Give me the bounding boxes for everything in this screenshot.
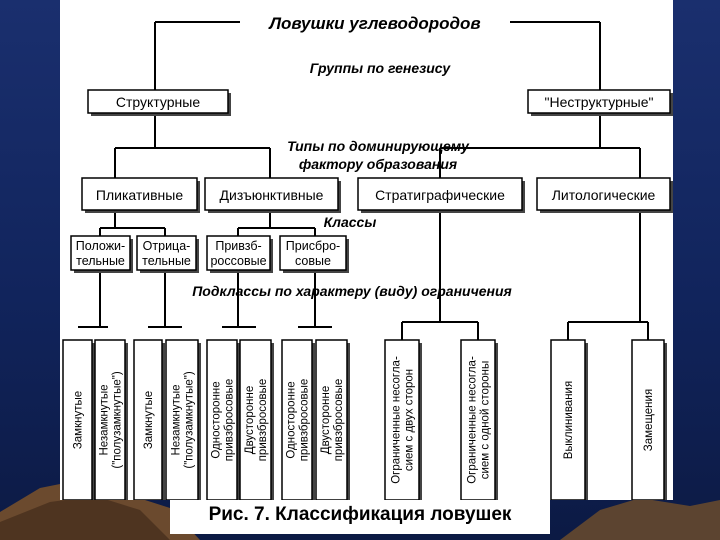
class-box (136, 235, 197, 271)
type-label: Дизъюнктивные (220, 187, 324, 203)
subclass-label-line: привзбросовые (333, 379, 345, 462)
class-label-line: Присбро- (286, 239, 340, 253)
subclass-label-line: сием с одной стороны (480, 361, 492, 480)
subclass-box (239, 339, 272, 500)
class-label-line: Отрица- (143, 239, 191, 253)
type-label: Стратиграфические (375, 187, 505, 203)
subclass-label-line: привзбросовые (299, 379, 311, 462)
subclass-box (631, 339, 665, 500)
subclass-box (550, 339, 586, 500)
subclass-box (384, 339, 420, 500)
genesis-group-label: Структурные (116, 94, 200, 110)
subclass-box (460, 339, 496, 500)
subclass-label-line: Замкнутые (73, 391, 85, 449)
subclass-box (206, 339, 238, 500)
genesis-group-label: "Неструктурные" (545, 94, 654, 110)
subclass-label-line: Ограниченные несогла- (391, 356, 403, 484)
subclass-label-line: Двусторонне (244, 386, 256, 454)
subclass-box (133, 339, 163, 500)
class-box (70, 235, 131, 271)
mountain-decoration (0, 480, 720, 540)
subclass-label-line: Незамкнутые (171, 384, 183, 455)
level3-label: Классы (324, 214, 377, 230)
subclass-label-line: Выклинивания (563, 381, 575, 459)
subclass-box (165, 339, 199, 500)
class-box (279, 235, 347, 271)
class-label-line: совые (295, 254, 331, 268)
type-box (357, 177, 523, 211)
subclass-label-line: ("полузамкнутые") (112, 371, 124, 468)
type-box (536, 177, 671, 211)
level2-label-line1: Типы по доминирующему (287, 138, 470, 154)
subclass-label-line: Ограниченные несогла- (467, 356, 479, 484)
type-label: Литологические (552, 187, 656, 203)
subclass-label-line: привзбросовые (224, 379, 236, 462)
level2-label-line2: фактору образования (299, 156, 457, 172)
class-label-line: Положи- (76, 239, 125, 253)
genesis-group-box (527, 89, 671, 114)
subclass-label-line: ("полузамкнутые") (184, 371, 196, 468)
type-box (81, 177, 198, 211)
caption-bar: Рис. 7. Классификация ловушек (170, 500, 550, 534)
class-label-line: тельные (76, 254, 125, 268)
subclass-label-line: Замкнутые (143, 391, 155, 449)
class-label-line: тельные (142, 254, 191, 268)
subclass-label-line: Односторонне (286, 381, 298, 458)
class-label-line: Привзб- (215, 239, 261, 253)
figure-caption: Рис. 7. Классификация ловушек (208, 504, 512, 525)
subclass-box (94, 339, 126, 500)
diagram-title: Ловушки углеводородов (267, 14, 480, 33)
subclass-box (281, 339, 313, 500)
subclass-label-line: сием с двух сторон (404, 369, 416, 471)
subclass-label-line: Двусторонне (320, 386, 332, 454)
subclass-box (315, 339, 348, 500)
type-box (204, 177, 339, 211)
class-box (206, 235, 271, 271)
genesis-group-box (87, 89, 229, 114)
level4-label: Подклассы по характеру (виду) ограничени… (192, 283, 512, 299)
level1-label: Группы по генезису (310, 60, 452, 76)
type-label: Пликативные (96, 187, 183, 203)
subclass-label-line: Незамкнутые (99, 384, 111, 455)
subclass-label-line: Замещения (643, 389, 655, 451)
subclass-box (62, 339, 93, 500)
subclass-label-line: привзбросовые (257, 379, 269, 462)
class-label-line: россовые (210, 254, 266, 268)
subclass-label-line: Односторонне (211, 381, 223, 458)
